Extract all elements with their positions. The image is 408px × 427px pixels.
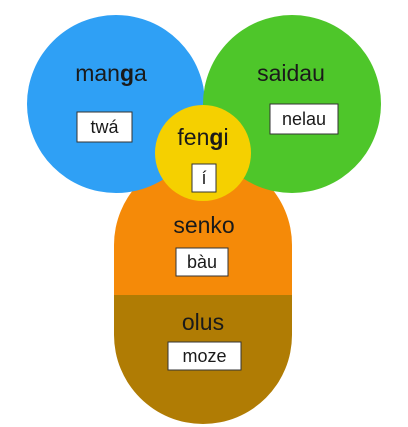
fengi-region	[155, 105, 251, 201]
manga-box-text: twá	[90, 117, 119, 137]
saidau-box-text: nelau	[282, 109, 326, 129]
manga-box	[76, 111, 133, 143]
senko-box-text: bàu	[187, 252, 217, 272]
saidau-word: saidau	[257, 60, 325, 86]
olus-word: olus	[182, 309, 224, 335]
olus-box-text: moze	[182, 346, 226, 366]
saidau-box	[269, 103, 339, 135]
senko-box	[175, 247, 229, 277]
olus-box	[167, 341, 242, 371]
manga-word: manga	[75, 60, 147, 86]
senko-region	[114, 156, 292, 295]
fengi-box-text: í	[201, 168, 206, 188]
fengi-word: fengi	[177, 124, 228, 150]
fengi-box	[191, 163, 217, 193]
senko-word: senko	[173, 212, 234, 238]
